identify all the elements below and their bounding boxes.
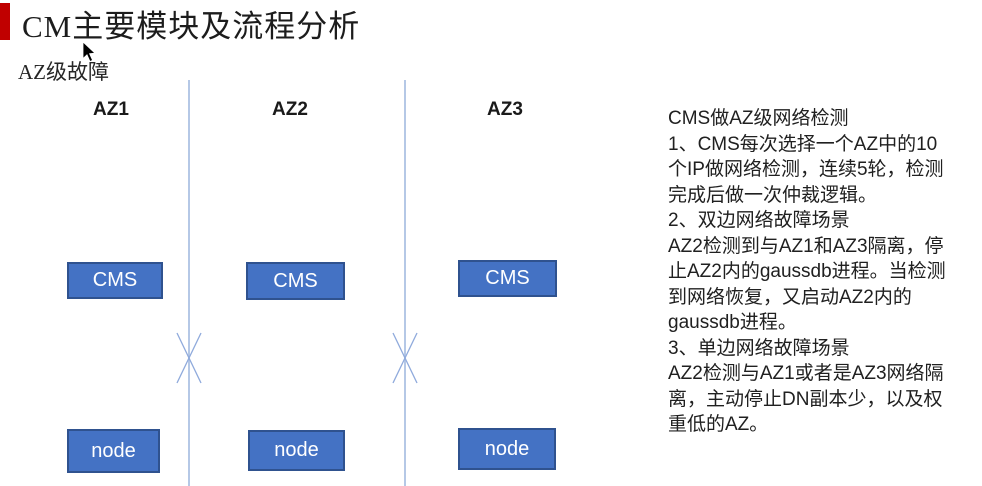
note-line: 完成后做一次仲裁逻辑。 <box>668 184 878 206</box>
note-line: 3、单边网络故障场景 <box>668 337 850 359</box>
note-line: AZ2检测与AZ1或者是AZ3网络隔 <box>668 363 944 384</box>
network-cut-x-icon <box>176 332 202 384</box>
network-cut-x-icon <box>392 332 418 384</box>
mouse-cursor-icon <box>82 42 96 63</box>
page-subtitle: AZ级故障 <box>18 60 109 84</box>
title-accent-bar <box>0 3 10 40</box>
cms-box-az2: CMS <box>246 262 345 300</box>
node-box-az1: node <box>67 429 160 473</box>
note-line: 1、CMS每次选择一个AZ中的10 <box>668 133 938 155</box>
cms-box-az3: CMS <box>458 260 557 297</box>
page-title: CM主要模块及流程分析 <box>22 9 361 44</box>
note-line: 止AZ2内的gaussdb进程。当检测 <box>668 261 946 282</box>
partition-line-az2-az3 <box>404 80 406 486</box>
note-line: 离，主动停止DN副本少，以及权 <box>668 388 943 410</box>
az3-label: AZ3 <box>487 99 523 120</box>
az2-label: AZ2 <box>272 99 308 120</box>
notes-text: CMS做AZ级网络检测 1、CMS每次选择一个AZ中的10 个IP做网络检测，连… <box>668 106 980 438</box>
note-line: 到网络恢复，又启动AZ2内的 <box>668 286 912 308</box>
note-line: CMS做AZ级网络检测 <box>668 108 849 129</box>
note-line: gaussdb进程。 <box>668 312 797 333</box>
partition-line-az1-az2 <box>188 80 190 486</box>
note-line: 2、双边网络故障场景 <box>668 210 850 231</box>
node-box-az2: node <box>248 430 345 471</box>
node-box-az3: node <box>458 428 556 470</box>
note-line: 个IP做网络检测，连续5轮，检测 <box>668 159 944 180</box>
cms-box-az1: CMS <box>67 262 163 299</box>
note-line: AZ2检测到与AZ1和AZ3隔离，停 <box>668 235 944 257</box>
az1-label: AZ1 <box>93 99 129 120</box>
note-line: 重低的AZ。 <box>668 414 769 435</box>
